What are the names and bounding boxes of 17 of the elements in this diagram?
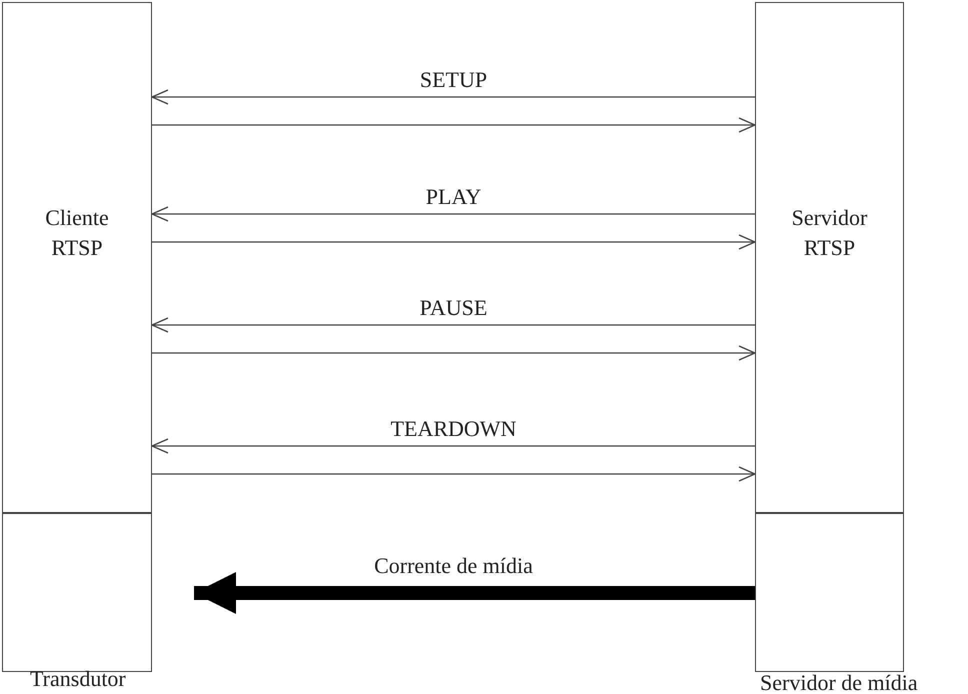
arrow: [151, 89, 755, 105]
arrow: [152, 117, 756, 133]
arrow: [194, 572, 755, 614]
node-label: Cliente RTSP: [44, 204, 110, 262]
arrow: [151, 317, 755, 333]
node-label: Servidor RTSP: [790, 204, 868, 262]
media-server-block: [755, 513, 904, 672]
node-label: Servidor de mídia: [760, 670, 918, 694]
arrow: [152, 345, 756, 361]
transducer-block: [2, 513, 152, 672]
arrow: [152, 466, 756, 482]
client-block: [2, 2, 152, 513]
arrow: [152, 234, 756, 250]
node-label: Transdutor: [30, 666, 126, 692]
server-block: [755, 2, 904, 513]
arrow: [151, 438, 755, 454]
arrow: [151, 206, 755, 222]
